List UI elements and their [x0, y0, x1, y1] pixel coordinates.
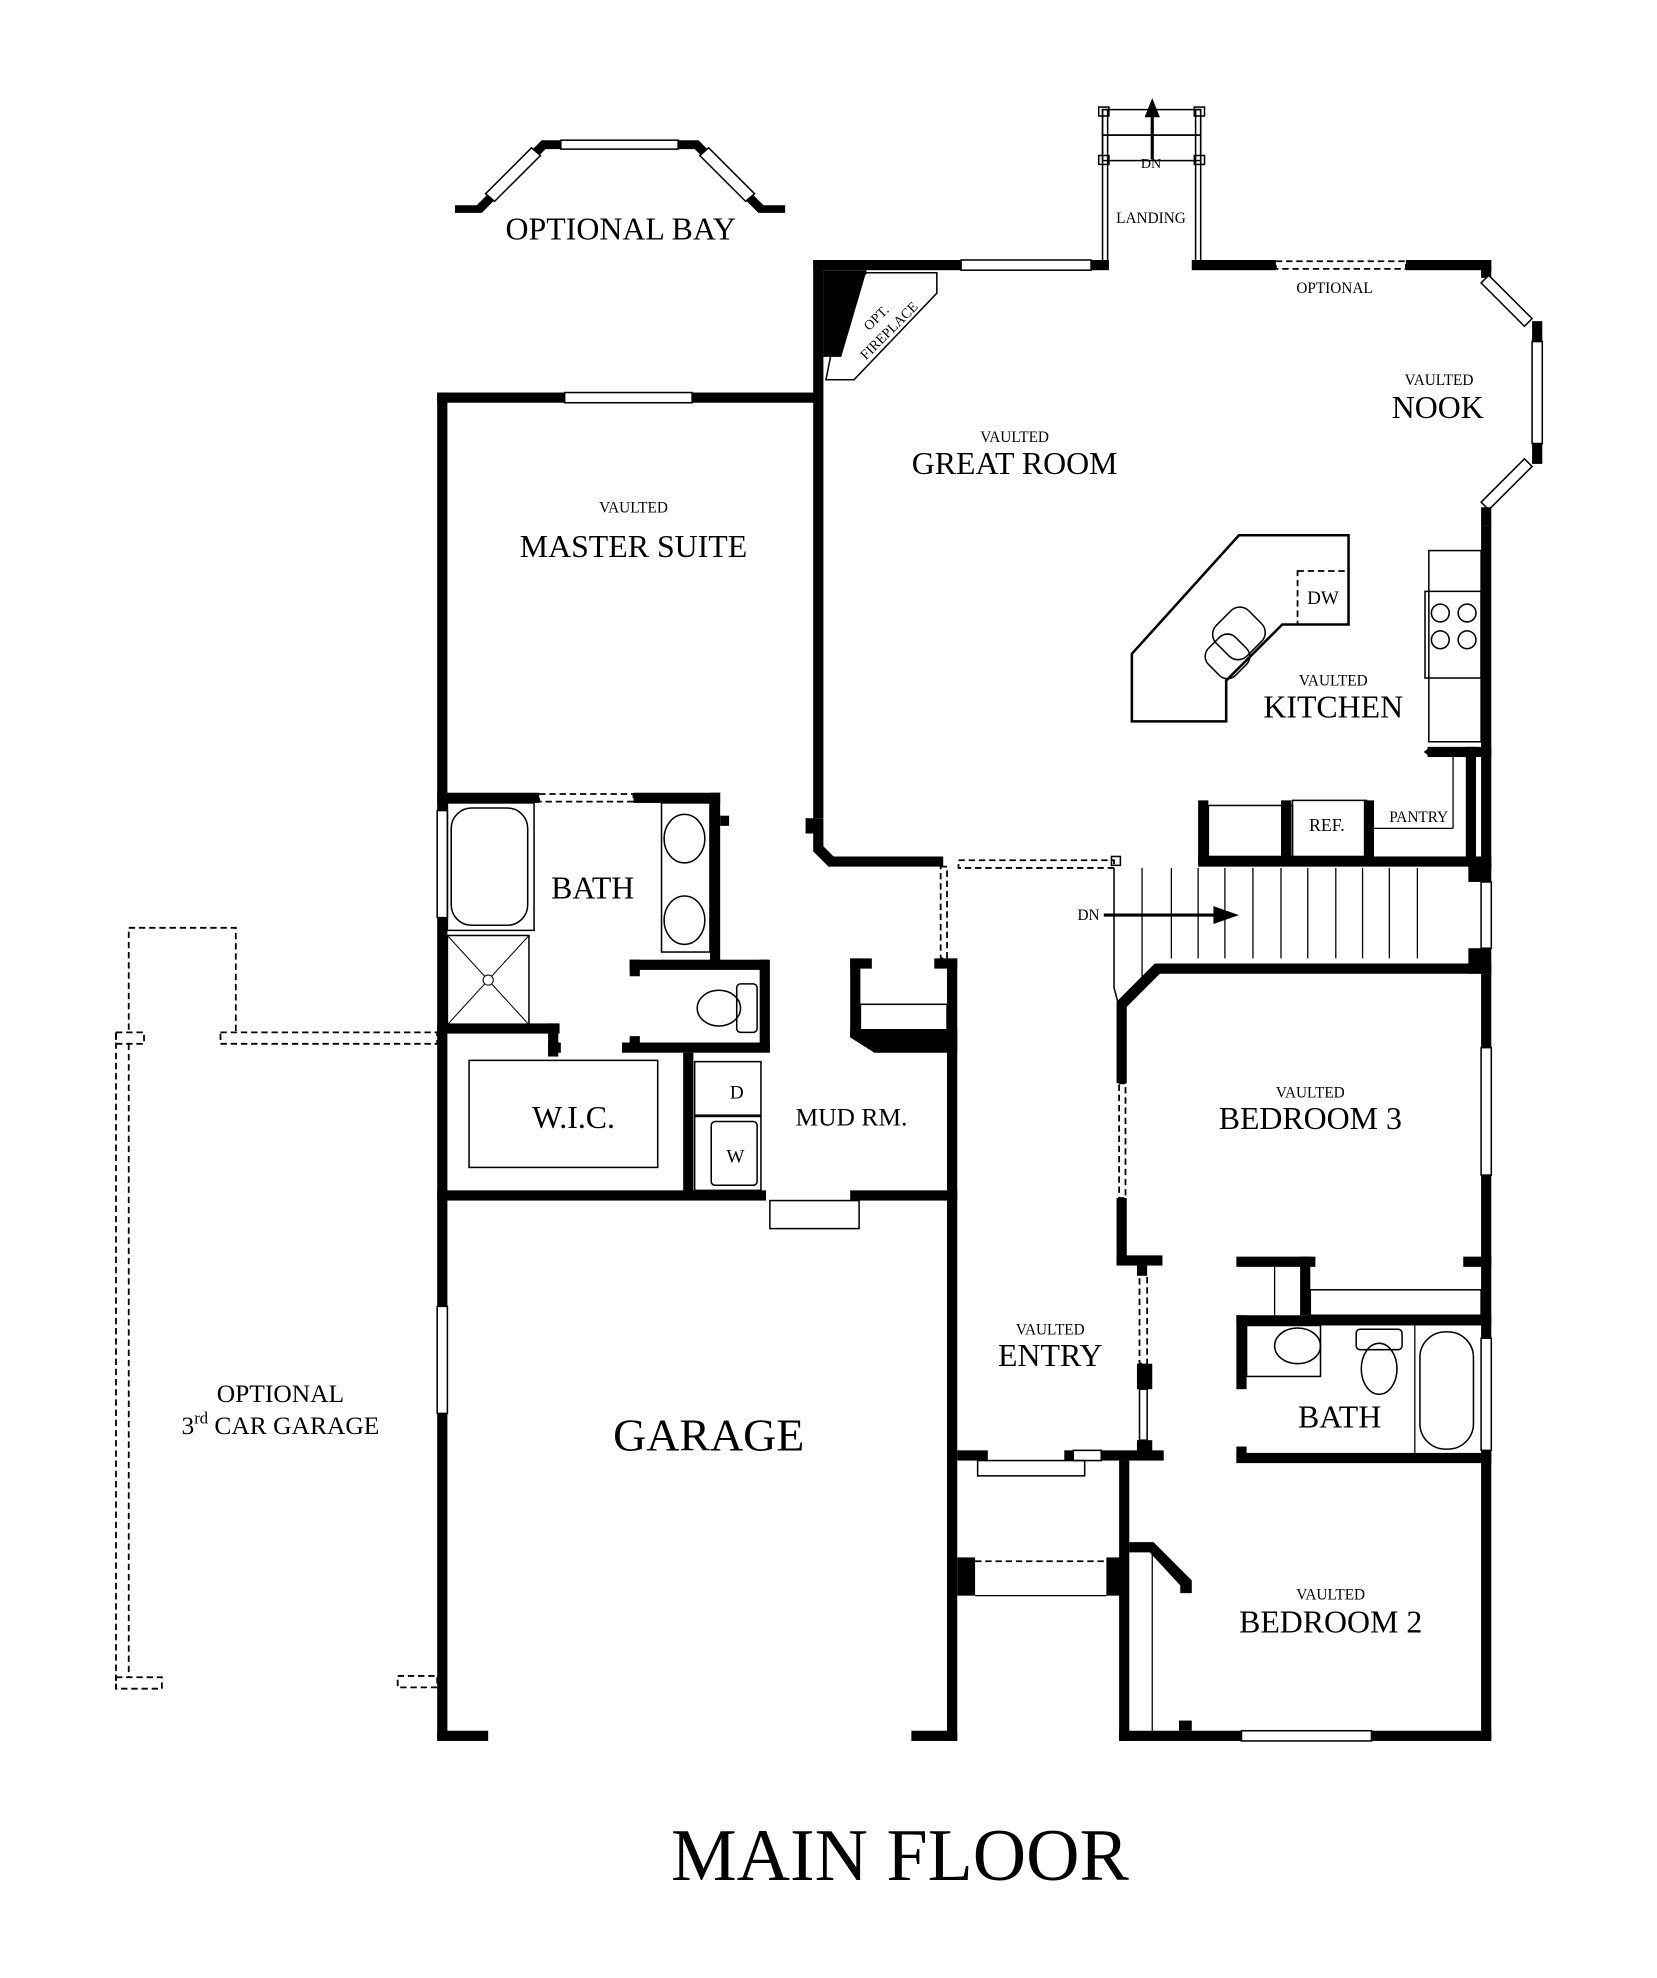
- optional-3rd-car-garage: OPTIONAL 3rd CAR GARAGE: [115, 926, 439, 1690]
- rear-dn-label: DN: [1141, 157, 1161, 172]
- mud-room-label: MUD RM.: [796, 1102, 908, 1131]
- walls: [436, 259, 1544, 1742]
- ref-label: REF.: [1309, 815, 1345, 835]
- dryer-icon: [693, 1060, 762, 1116]
- great-room-label: GREAT ROOM: [912, 446, 1118, 481]
- interior-stairs: DN: [1077, 867, 1419, 1008]
- sink-icon: [663, 813, 706, 864]
- up-arrow-icon: [1144, 98, 1160, 118]
- bedroom3-label: BEDROOM 3: [1219, 1101, 1402, 1136]
- dishwasher-label: DW: [1307, 588, 1339, 609]
- shower-icon: [446, 934, 530, 1026]
- rear-landing: DN LANDING: [1097, 98, 1206, 264]
- bedroom2-qualifier: VAULTED: [1296, 1586, 1365, 1603]
- fixtures: DW REF. PANTRY: [446, 534, 1482, 1453]
- plan-title: MAIN FLOOR: [671, 1814, 1130, 1896]
- dryer-label: D: [730, 1083, 744, 1104]
- sink-icon: [663, 895, 706, 946]
- optional-garage-label-1: OPTIONAL: [217, 1379, 344, 1408]
- toilet-icon: [1360, 1342, 1398, 1396]
- master-suite-qualifier: VAULTED: [599, 499, 668, 516]
- bedroom2-label: BEDROOM 2: [1239, 1605, 1422, 1640]
- bath2-label: BATH: [1298, 1399, 1381, 1434]
- master-suite-label: MASTER SUITE: [520, 529, 747, 564]
- optional-bay: OPTIONAL BAY: [455, 139, 786, 247]
- bedroom3-qualifier: VAULTED: [1276, 1084, 1345, 1101]
- kitchen-label: KITCHEN: [1263, 690, 1403, 725]
- sink-icon: [1273, 1327, 1322, 1365]
- entry-label: ENTRY: [998, 1338, 1102, 1373]
- kitchen-sink-icon: [1211, 606, 1266, 661]
- washer-icon: [693, 1115, 762, 1192]
- interior-dn-label: DN: [1077, 907, 1099, 924]
- toilet-icon: [696, 989, 742, 1027]
- optional-window-label: OPTIONAL: [1296, 280, 1372, 297]
- landing-label: LANDING: [1116, 210, 1186, 227]
- garage-label: GARAGE: [613, 1409, 804, 1460]
- down-arrow-icon: [1213, 906, 1239, 925]
- refrigerator-icon: [1291, 799, 1368, 858]
- optional-garage-label-2: 3rd CAR GARAGE: [181, 1409, 379, 1440]
- entry-qualifier: VAULTED: [1016, 1321, 1085, 1338]
- great-room-qualifier: VAULTED: [980, 429, 1049, 446]
- wic-label: W.I.C.: [532, 1100, 615, 1135]
- master-bath-label: BATH: [551, 871, 634, 906]
- pantry-label: PANTRY: [1389, 809, 1448, 826]
- kitchen-qualifier: VAULTED: [1299, 673, 1368, 690]
- cooktop-icon: [1424, 590, 1482, 679]
- washer-label: W: [726, 1146, 744, 1167]
- bathtub-icon: [1419, 1331, 1475, 1450]
- nook-label: NOOK: [1392, 390, 1484, 425]
- optional-bay-label: OPTIONAL BAY: [506, 212, 736, 247]
- nook-qualifier: VAULTED: [1405, 372, 1474, 389]
